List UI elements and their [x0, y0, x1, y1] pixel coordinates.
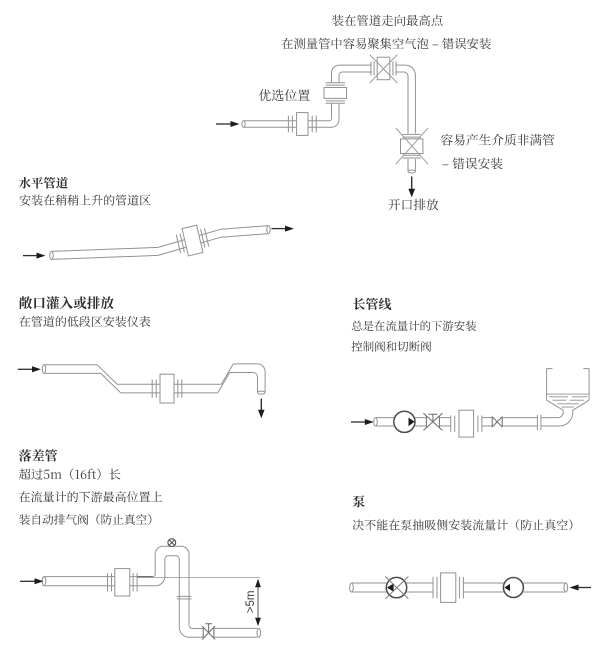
svg-text:>5m: >5m	[245, 591, 257, 614]
